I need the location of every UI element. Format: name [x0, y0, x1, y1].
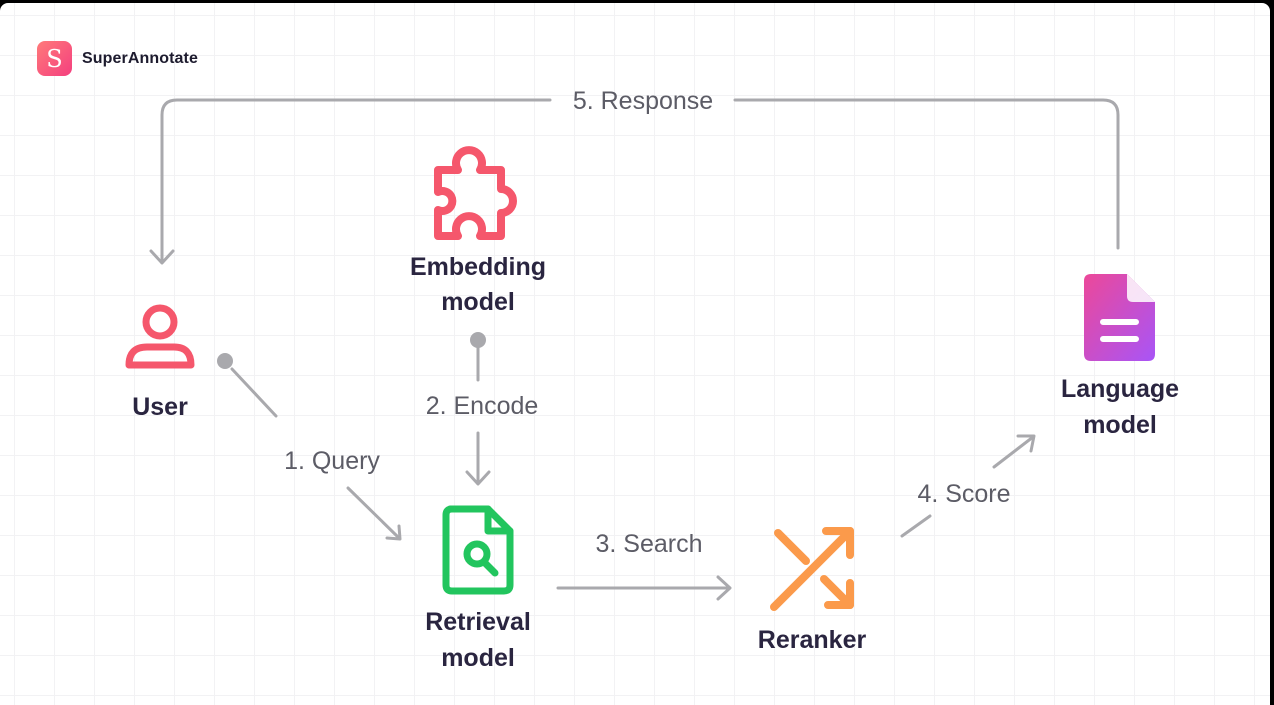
edge-label-encode: 2. Encode — [426, 392, 539, 420]
query-start-dot — [217, 353, 233, 369]
response-line-right — [733, 98, 1120, 250]
node-retrieval-model: Retrieval model — [425, 505, 531, 672]
brand-name: SuperAnnotate — [82, 49, 198, 67]
user-icon — [125, 304, 195, 369]
node-label-embedding-line1: Embedding — [410, 253, 546, 281]
brand-logo: S SuperAnnotate — [37, 41, 198, 76]
node-label-language-line1: Language — [1061, 375, 1179, 403]
search-arrowhead — [716, 575, 732, 601]
score-arrowhead — [1016, 434, 1036, 453]
edge-encode: 2. Encode — [426, 332, 539, 486]
file-search-icon — [442, 505, 514, 595]
edge-label-score: 4. Score — [917, 480, 1010, 508]
shuffle-icon — [770, 527, 854, 611]
node-embedding-model: Embedding model — [410, 146, 546, 316]
node-label-embedding-line2: model — [441, 288, 515, 316]
edge-label-search: 3. Search — [595, 530, 702, 558]
rag-flow-diagram: 5. Response 1. Query 2. Encode 3. Search — [125, 87, 1179, 672]
document-icon — [1084, 274, 1155, 361]
node-label-user: User — [132, 393, 188, 421]
puzzle-icon — [434, 146, 517, 240]
query-line-upper — [230, 367, 278, 418]
edge-query: 1. Query — [217, 353, 402, 541]
node-label-retrieval-line1: Retrieval — [425, 608, 531, 636]
node-user: User — [125, 304, 195, 421]
superannotate-logo-icon: S — [37, 41, 72, 76]
edge-label-query: 1. Query — [284, 447, 380, 475]
edge-search: 3. Search — [556, 530, 732, 601]
node-label-language-line2: model — [1083, 411, 1157, 439]
score-line-upper — [992, 435, 1035, 469]
diagram-canvas: S SuperAnnotate 5. Response 1. Query — [0, 3, 1270, 705]
edge-response: 5. Response — [149, 87, 1120, 265]
encode-arrowhead — [465, 470, 491, 486]
node-label-reranker: Reranker — [758, 626, 867, 654]
node-language-model: Language model — [1061, 274, 1179, 439]
edge-label-response: 5. Response — [573, 87, 713, 115]
encode-start-dot — [470, 332, 486, 348]
score-line-lower — [900, 514, 932, 538]
query-arrowhead — [385, 524, 402, 541]
node-reranker: Reranker — [758, 527, 867, 654]
response-arrowhead — [149, 249, 175, 265]
node-label-retrieval-line2: model — [441, 644, 515, 672]
query-line-lower — [346, 486, 401, 540]
edge-score: 4. Score — [900, 434, 1036, 538]
response-line-left — [160, 98, 552, 264]
